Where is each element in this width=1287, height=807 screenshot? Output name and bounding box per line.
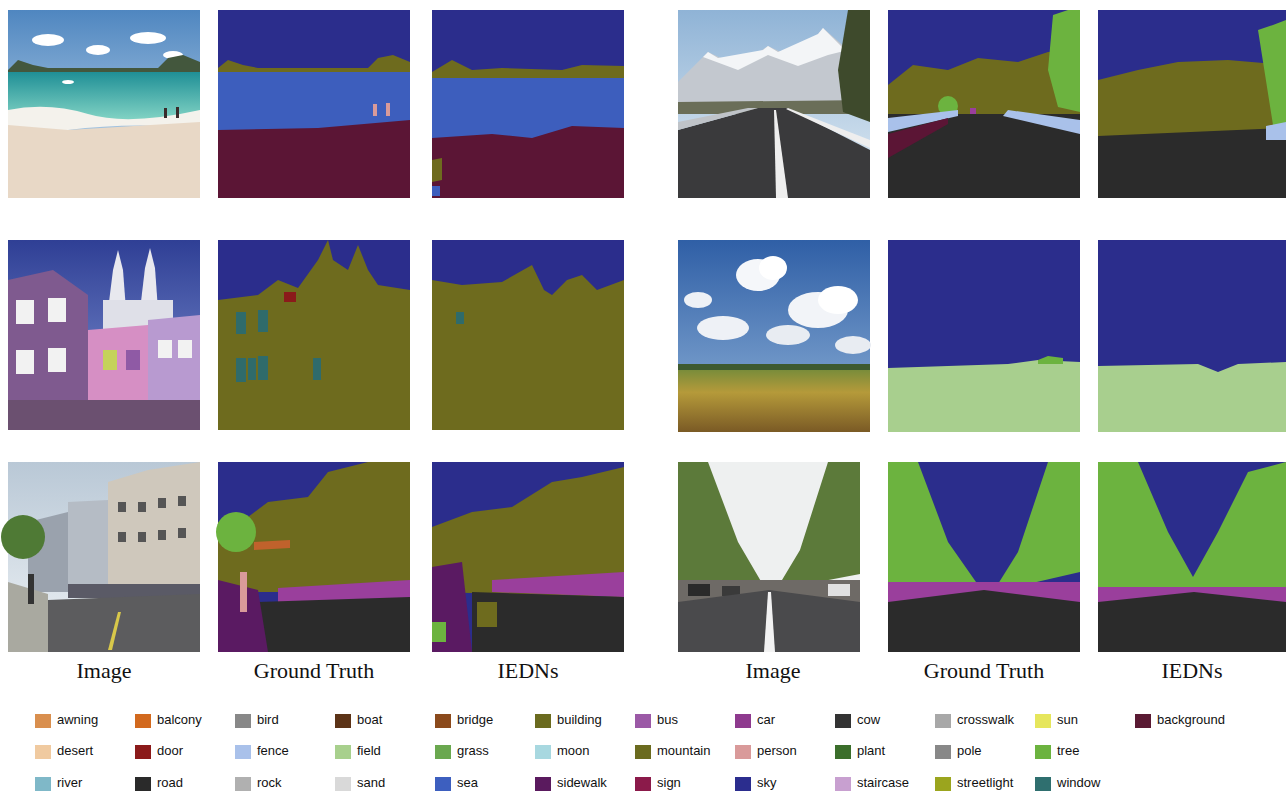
legend-swatch xyxy=(435,777,451,791)
legend-swatch xyxy=(535,745,551,759)
legend-swatch xyxy=(135,714,151,728)
legend-text: person xyxy=(757,743,797,759)
legend-text: bus xyxy=(657,712,678,728)
legend-text: boat xyxy=(357,712,382,728)
legend-text: field xyxy=(357,743,381,759)
legend-swatch xyxy=(635,714,651,728)
legend-swatch xyxy=(335,745,351,759)
legend-text: streetlight xyxy=(957,775,1013,791)
legend-text: mountain xyxy=(657,743,710,759)
legend-swatch xyxy=(235,745,251,759)
column-label: Image xyxy=(746,658,801,684)
legend-swatch xyxy=(435,745,451,759)
legend-swatch xyxy=(935,745,951,759)
legend-swatch xyxy=(535,777,551,791)
legend-text: rock xyxy=(257,775,282,791)
legend-text: pole xyxy=(957,743,982,759)
legend-text: moon xyxy=(557,743,590,759)
legend-swatch xyxy=(1035,745,1051,759)
legend-text: staircase xyxy=(857,775,909,791)
legend-text: sidewalk xyxy=(557,775,607,791)
legend-swatch xyxy=(835,714,851,728)
legend-swatch xyxy=(1135,714,1151,728)
legend-text: cow xyxy=(857,712,880,728)
legend-text: background xyxy=(1157,712,1225,728)
legend-text: grass xyxy=(457,743,489,759)
legend-text: desert xyxy=(57,743,93,759)
column-label: IEDNs xyxy=(497,658,558,684)
legend-text: sun xyxy=(1057,712,1078,728)
legend-swatch xyxy=(35,777,51,791)
legend-text: sand xyxy=(357,775,385,791)
legend-swatch xyxy=(935,714,951,728)
legend-text: balcony xyxy=(157,712,202,728)
legend-swatch xyxy=(935,777,951,791)
legend-swatch xyxy=(335,714,351,728)
legend-text: window xyxy=(1057,775,1100,791)
legend-swatch xyxy=(735,745,751,759)
legend-swatch xyxy=(635,745,651,759)
legend-text: tree xyxy=(1057,743,1079,759)
legend-swatch xyxy=(635,777,651,791)
legend-swatch xyxy=(35,745,51,759)
legend-text: sea xyxy=(457,775,478,791)
legend-swatch xyxy=(335,777,351,791)
legend-swatch xyxy=(435,714,451,728)
legend-text: door xyxy=(157,743,183,759)
legend-swatch xyxy=(735,777,751,791)
legend-swatch xyxy=(235,777,251,791)
legend-swatch xyxy=(135,745,151,759)
legend-text: car xyxy=(757,712,775,728)
legend-text: plant xyxy=(857,743,885,759)
legend-text: fence xyxy=(257,743,289,759)
legend-swatch xyxy=(1035,714,1051,728)
legend-swatch xyxy=(35,714,51,728)
legend-text: crosswalk xyxy=(957,712,1014,728)
column-label: IEDNs xyxy=(1161,658,1222,684)
legend-swatch xyxy=(835,777,851,791)
column-label: Ground Truth xyxy=(924,658,1044,684)
legend-swatch xyxy=(1035,777,1051,791)
legend-text: awning xyxy=(57,712,98,728)
legend-text: bridge xyxy=(457,712,493,728)
legend-text: road xyxy=(157,775,183,791)
legend-text: river xyxy=(57,775,82,791)
column-label: Image xyxy=(77,658,132,684)
legend-swatch xyxy=(235,714,251,728)
legend-swatch xyxy=(835,745,851,759)
legend-text: building xyxy=(557,712,602,728)
legend-text: sky xyxy=(757,775,777,791)
legend-text: bird xyxy=(257,712,279,728)
legend-swatch xyxy=(735,714,751,728)
legend-text: sign xyxy=(657,775,681,791)
legend-swatch xyxy=(535,714,551,728)
column-label: Ground Truth xyxy=(254,658,374,684)
legend-swatch xyxy=(135,777,151,791)
